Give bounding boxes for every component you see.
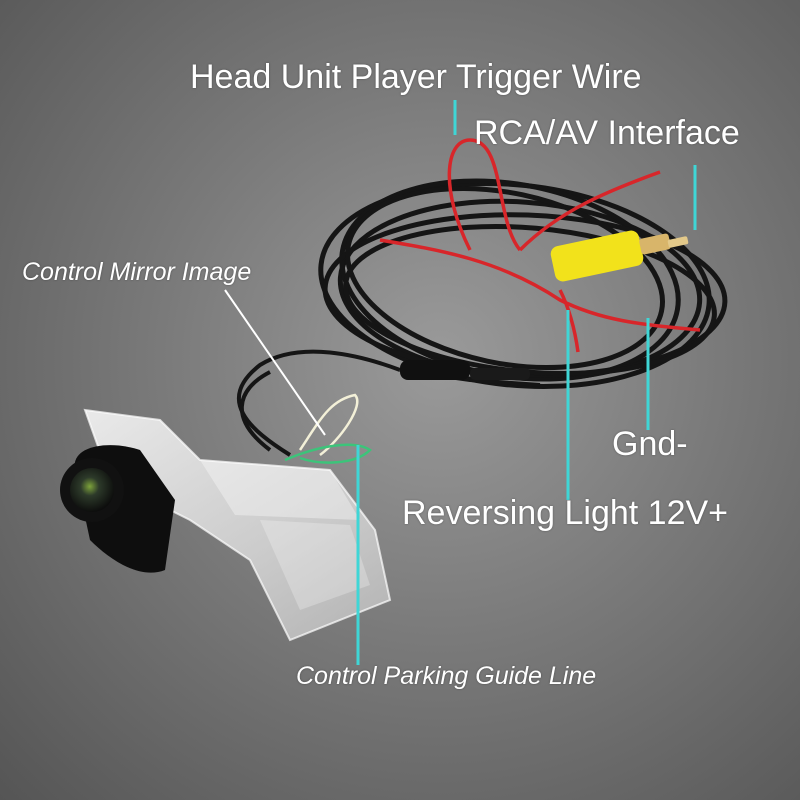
rca-connector bbox=[550, 230, 689, 282]
leader-mirror bbox=[224, 289, 326, 436]
cable-coil bbox=[318, 178, 728, 390]
label-head-unit-trigger-wire: Head Unit Player Trigger Wire bbox=[190, 58, 642, 96]
label-rca-av-interface: RCA/AV Interface bbox=[474, 114, 740, 152]
label-gnd: Gnd- bbox=[612, 425, 688, 463]
mirror-loop-wire bbox=[298, 393, 359, 456]
label-control-parking-guide-line: Control Parking Guide Line bbox=[296, 662, 597, 690]
backup-camera bbox=[60, 445, 175, 573]
inline-connector bbox=[400, 360, 470, 380]
label-control-mirror-image: Control Mirror Image bbox=[22, 258, 252, 286]
inline-connector-sleeve bbox=[470, 368, 530, 380]
camera-lens-icon bbox=[70, 468, 114, 512]
license-plate-housing bbox=[83, 408, 392, 642]
guide-loop-wire bbox=[284, 443, 372, 464]
label-reversing-light: Reversing Light 12V+ bbox=[402, 494, 729, 532]
